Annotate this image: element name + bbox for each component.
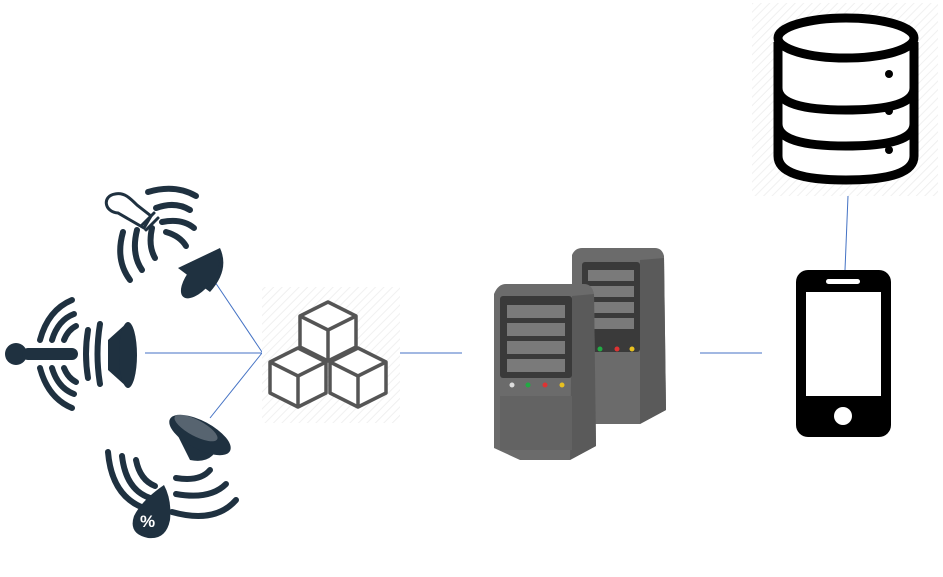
connectors — [145, 195, 849, 419]
server-front — [494, 284, 596, 460]
server-rack-icon — [494, 248, 666, 460]
connector-light-gateway — [214, 281, 263, 353]
database-icon — [773, 13, 919, 185]
humidity-sensor-icon: % — [105, 414, 239, 539]
humidity-percent-glyph: % — [140, 512, 155, 531]
server-back — [572, 248, 666, 424]
thermometer-sensor-icon — [5, 297, 137, 411]
lightbulb-sensor-icon — [104, 185, 224, 299]
cubes-icon — [268, 300, 388, 409]
connector-humidity-gateway — [209, 352, 263, 419]
connector-phone-database — [844, 195, 849, 271]
smartphone-icon — [796, 270, 891, 437]
